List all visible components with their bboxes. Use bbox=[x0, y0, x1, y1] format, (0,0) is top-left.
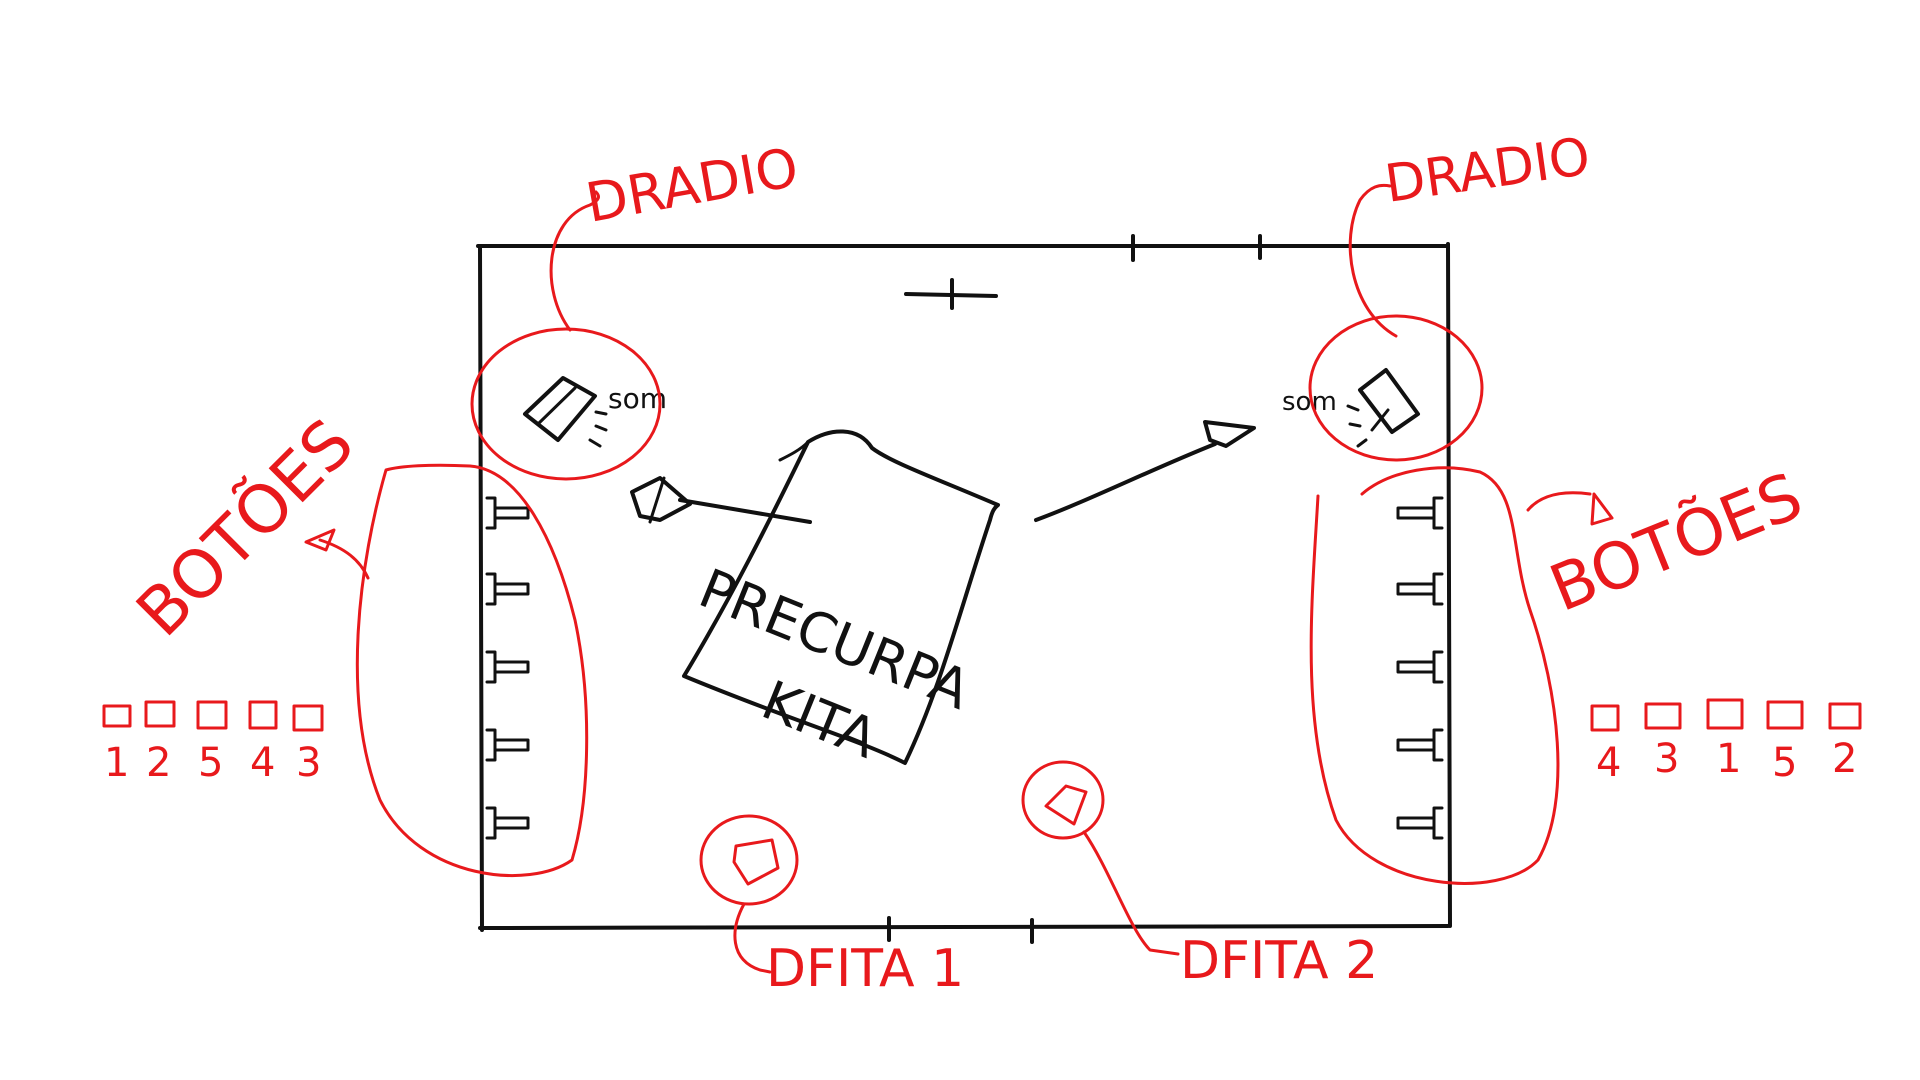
legend-box-left-5 bbox=[294, 706, 322, 730]
right-side-button[interactable] bbox=[1398, 730, 1442, 760]
right-side-button[interactable] bbox=[1398, 808, 1442, 838]
center-card[interactable]: PRECURPA KITA bbox=[661, 431, 998, 796]
legend-number-left-5: 3 bbox=[296, 740, 321, 786]
legend-number-right-2: 3 bbox=[1654, 736, 1679, 782]
fita-1-shape bbox=[734, 840, 778, 884]
left-side-button[interactable] bbox=[487, 808, 528, 838]
left-side-button[interactable] bbox=[487, 574, 528, 604]
legend-number-left-3: 5 bbox=[198, 740, 223, 786]
left-legend-boxes bbox=[104, 702, 322, 730]
left-radio-label: DRADIO bbox=[581, 136, 803, 235]
fita-2-shape bbox=[1046, 786, 1086, 824]
right-legend-numbers: 4 3 1 5 2 bbox=[1596, 736, 1857, 786]
legend-box-right-4 bbox=[1768, 702, 1802, 728]
left-speaker-icon bbox=[525, 378, 606, 446]
legend-box-left-4 bbox=[250, 702, 276, 728]
right-speaker-icon bbox=[1348, 370, 1418, 446]
arrow-to-left-speaker bbox=[632, 478, 810, 522]
right-side-button[interactable] bbox=[1398, 574, 1442, 604]
right-radio-annotation bbox=[1310, 185, 1482, 460]
left-side-button[interactable] bbox=[487, 652, 528, 682]
left-legend-numbers: 1 2 5 4 3 bbox=[104, 740, 321, 786]
left-radio-annotation bbox=[472, 192, 660, 479]
left-side-button[interactable] bbox=[487, 498, 528, 528]
legend-box-right-3 bbox=[1708, 700, 1742, 728]
legend-number-right-1: 4 bbox=[1596, 740, 1621, 786]
legend-number-right-4: 5 bbox=[1772, 740, 1797, 786]
legend-box-right-5 bbox=[1830, 704, 1860, 728]
legend-number-right-5: 2 bbox=[1832, 736, 1857, 782]
legend-number-left-1: 1 bbox=[104, 740, 129, 786]
right-side-button[interactable] bbox=[1398, 498, 1442, 528]
fita-2-label: DFITA 2 bbox=[1180, 931, 1378, 991]
legend-box-right-2 bbox=[1646, 704, 1680, 728]
legend-number-right-3: 1 bbox=[1716, 736, 1741, 782]
right-buttons-enclosure bbox=[1311, 468, 1612, 884]
legend-number-left-2: 2 bbox=[146, 740, 171, 786]
right-side-button[interactable] bbox=[1398, 652, 1442, 682]
left-side-button[interactable] bbox=[487, 730, 528, 760]
left-buttons-label: BOTÕES bbox=[122, 405, 369, 652]
legend-box-left-1 bbox=[104, 706, 130, 726]
legend-box-left-3 bbox=[198, 702, 226, 728]
right-button-column bbox=[1398, 498, 1442, 838]
left-buttons-enclosure bbox=[306, 465, 587, 875]
legend-box-left-2 bbox=[146, 702, 174, 726]
device-frame bbox=[478, 236, 1450, 942]
right-legend-boxes bbox=[1592, 700, 1860, 730]
legend-box-right-1 bbox=[1592, 706, 1618, 730]
arrow-to-right-speaker bbox=[1036, 422, 1254, 520]
fita-1-label: DFITA 1 bbox=[766, 939, 964, 999]
right-buttons-label: BOTÕES bbox=[1540, 459, 1813, 627]
right-radio-label: DRADIO bbox=[1381, 127, 1593, 215]
left-button-column bbox=[487, 498, 528, 838]
legend-number-left-4: 4 bbox=[250, 740, 275, 786]
